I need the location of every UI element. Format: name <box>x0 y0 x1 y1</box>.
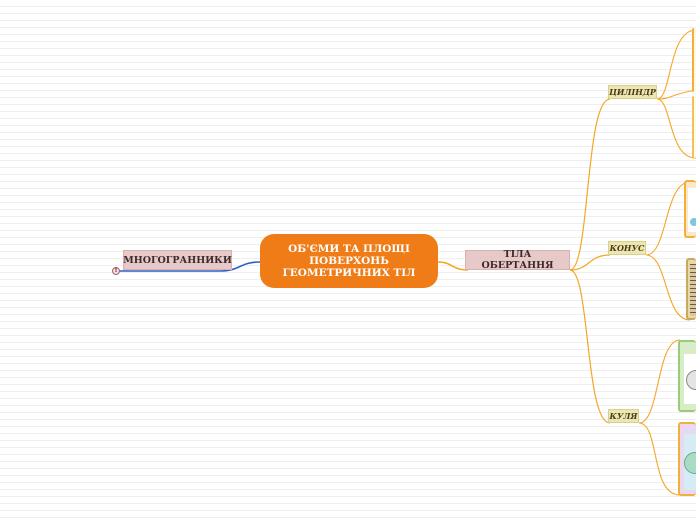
topic-solids-of-revolution-label: ТІЛА ОБЕРТАННЯ <box>481 249 554 271</box>
topic-polyhedra-label: МНОГОГРАННИКИ <box>123 254 232 266</box>
subtopic-cylinder-label: ЦИЛІНДР <box>609 87 656 97</box>
sphere-image-2[interactable] <box>678 422 696 496</box>
subtopic-sphere-label: КУЛЯ <box>609 411 638 421</box>
connector-left-branch <box>118 261 261 272</box>
subtopic-cylinder[interactable]: ЦИЛІНДР <box>608 85 657 99</box>
priority-marker-icon[interactable]: ! <box>112 267 120 275</box>
subtopic-cone[interactable]: КОНУС <box>608 241 646 255</box>
sphere-image-1-figure <box>684 354 696 404</box>
connector-right-branch <box>437 261 469 271</box>
connector-to-cylinder <box>569 98 611 271</box>
topic-polyhedra[interactable]: МНОГОГРАННИКИ <box>123 250 232 270</box>
connector-to-sphere <box>569 269 611 424</box>
cone-image-2[interactable] <box>686 258 696 320</box>
cylinder-image-2[interactable] <box>692 96 696 158</box>
subtopic-cone-label: КОНУС <box>609 243 645 253</box>
topic-solids-of-revolution[interactable]: ТІЛА ОБЕРТАННЯ <box>465 249 570 271</box>
connector-sphere-images <box>638 339 681 496</box>
sphere-image-2-figure <box>684 434 696 490</box>
cone-image-1-figure <box>688 188 696 232</box>
central-topic-label: ОБ'ЄМИ ТА ПЛОЩІ ПОВЕРХОНЬ ГЕОМЕТРИЧНИХ Т… <box>282 243 416 279</box>
connector-cylinder-images <box>656 29 696 159</box>
connector-to-cone <box>569 254 611 271</box>
cylinder-image-1[interactable] <box>692 28 696 92</box>
cone-image-1[interactable] <box>684 180 696 238</box>
sphere-image-1[interactable] <box>678 340 696 412</box>
subtopic-sphere[interactable]: КУЛЯ <box>608 409 639 423</box>
cone-image-2-figure <box>690 264 696 316</box>
central-topic[interactable]: ОБ'ЄМИ ТА ПЛОЩІ ПОВЕРХОНЬ ГЕОМЕТРИЧНИХ Т… <box>260 234 438 288</box>
connector-cone-images <box>645 181 691 321</box>
